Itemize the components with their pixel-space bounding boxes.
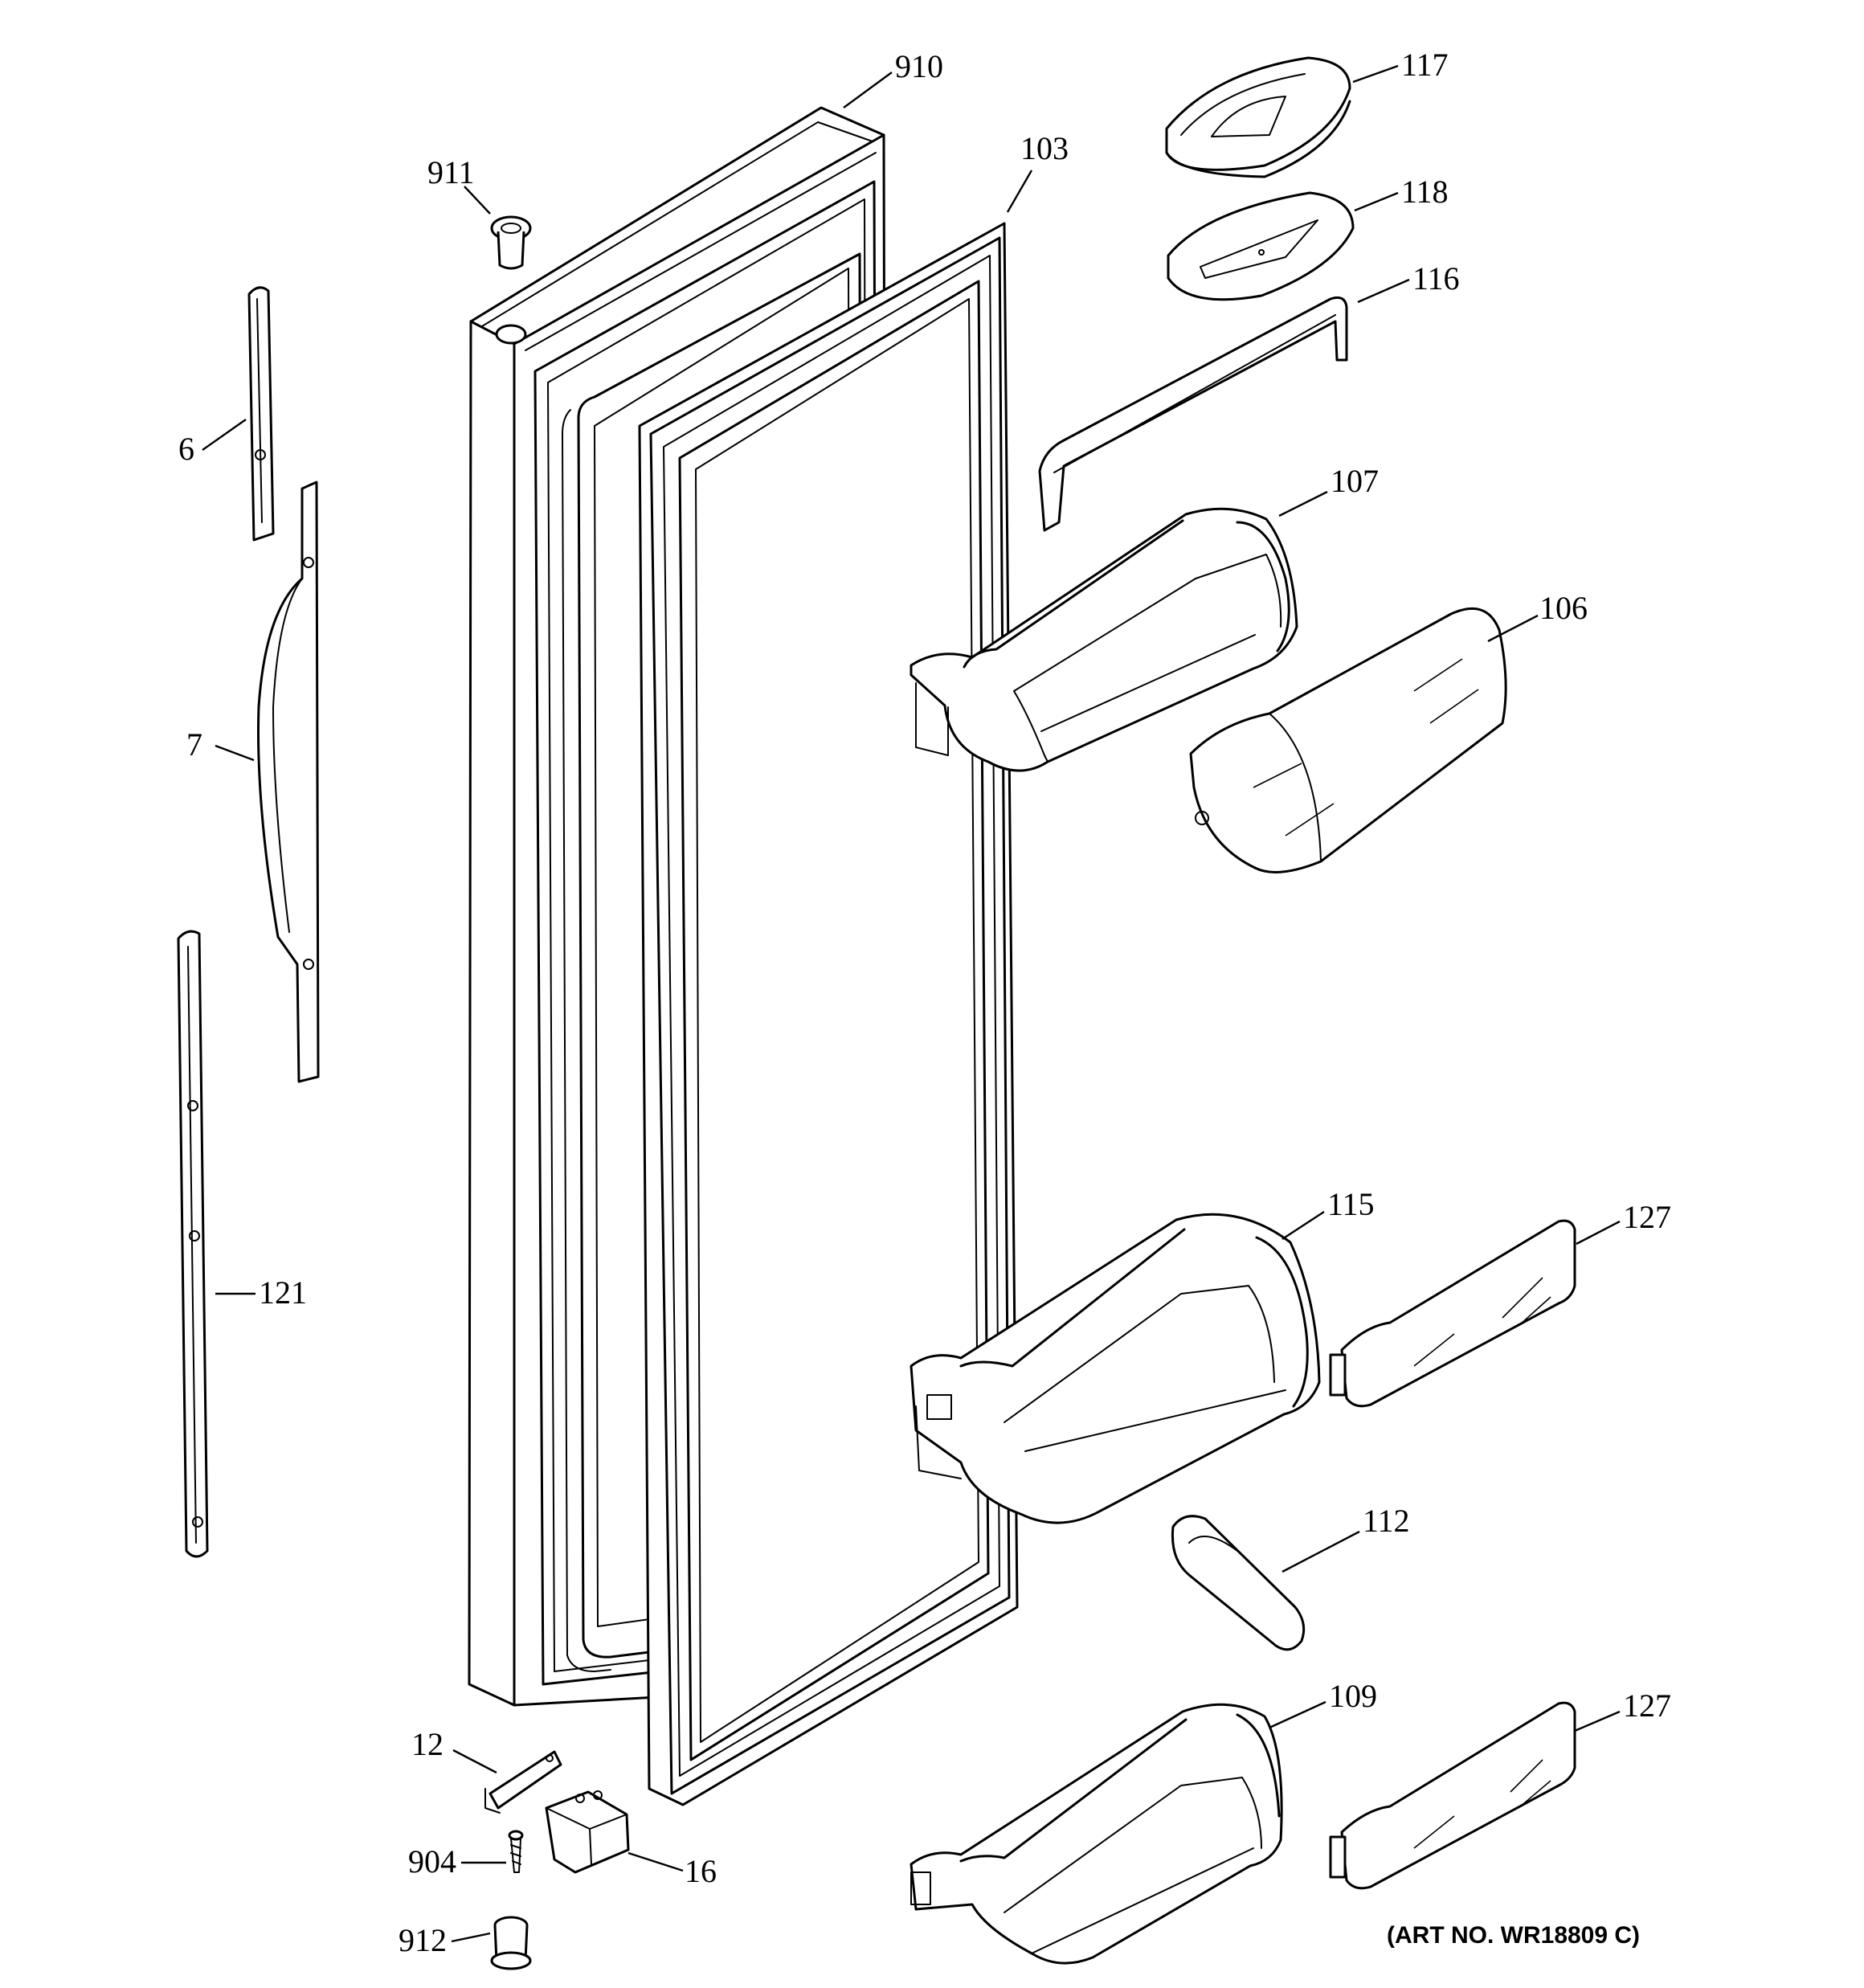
callout-117: 117 bbox=[1401, 47, 1449, 83]
part-118-dairy-bin bbox=[1167, 191, 1355, 301]
callout-labels: 910 911 103 117 118 116 6 107 106 7 115 … bbox=[178, 47, 1671, 1958]
art-number: (ART NO. WR18809 C) bbox=[1387, 1922, 1640, 1949]
callout-121: 121 bbox=[259, 1274, 307, 1311]
callout-912: 912 bbox=[399, 1922, 447, 1958]
callout-106: 106 bbox=[1539, 590, 1588, 626]
callout-116: 116 bbox=[1412, 260, 1460, 297]
part-16-hinge-bracket bbox=[545, 1790, 630, 1874]
leader-lines bbox=[202, 64, 1621, 1943]
part-911-hinge-bushing bbox=[490, 215, 532, 270]
part-127-bin-front-lower bbox=[1329, 1701, 1576, 1890]
part-117-dairy-door bbox=[1165, 56, 1351, 178]
part-912-bushing bbox=[490, 1916, 532, 1970]
part-127-bin-front-upper bbox=[1329, 1219, 1576, 1408]
callout-127-upper: 127 bbox=[1623, 1199, 1671, 1235]
part-12-hinge-plate bbox=[484, 1750, 562, 1814]
callout-112: 112 bbox=[1363, 1503, 1410, 1539]
callout-127-lower: 127 bbox=[1623, 1687, 1671, 1724]
callout-118: 118 bbox=[1401, 174, 1449, 210]
callout-115: 115 bbox=[1327, 1186, 1375, 1222]
part-7-door-handle bbox=[257, 481, 320, 1083]
part-116-shelf-bar bbox=[1038, 296, 1348, 532]
callout-911: 911 bbox=[427, 154, 475, 190]
door-gasket bbox=[638, 222, 1019, 1806]
callout-16: 16 bbox=[685, 1853, 717, 1889]
callout-7: 7 bbox=[186, 726, 202, 763]
part-121-trim-strip bbox=[177, 930, 209, 1558]
callout-109: 109 bbox=[1329, 1678, 1377, 1714]
callout-103: 103 bbox=[1020, 130, 1069, 166]
part-112-bin-divider bbox=[1171, 1515, 1306, 1651]
callout-910: 910 bbox=[895, 48, 943, 84]
callout-107: 107 bbox=[1331, 463, 1379, 499]
part-115-door-bin bbox=[910, 1213, 1321, 1524]
callout-12: 12 bbox=[411, 1726, 444, 1762]
part-109-door-bin bbox=[910, 1703, 1283, 1965]
callout-904: 904 bbox=[408, 1843, 456, 1880]
callout-6: 6 bbox=[178, 431, 194, 467]
part-107-door-bin bbox=[910, 507, 1298, 772]
part-6-handle-trim bbox=[247, 286, 275, 542]
part-904-screw bbox=[508, 1830, 524, 1873]
part-106-bin-front bbox=[1189, 607, 1507, 873]
